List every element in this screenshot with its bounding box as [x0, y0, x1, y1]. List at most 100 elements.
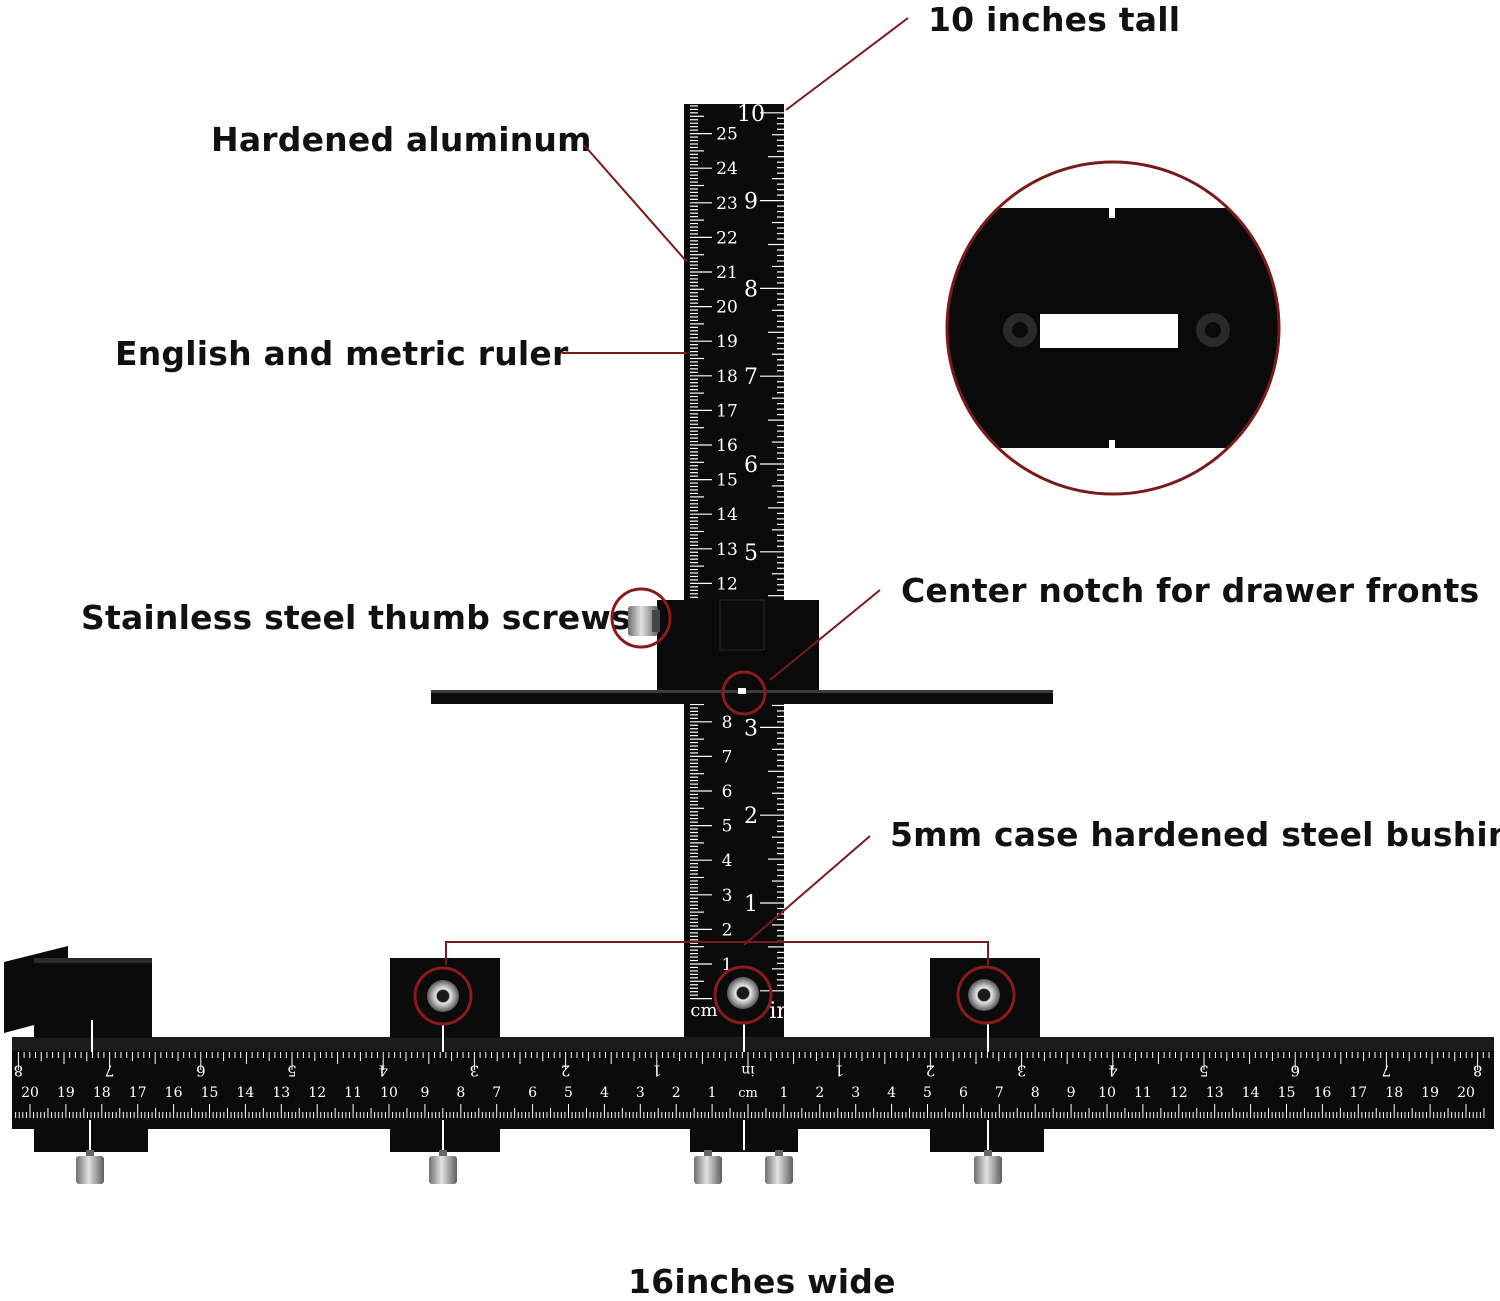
cm-label: 9	[1067, 1085, 1076, 1101]
thumb-screw-icon	[628, 606, 658, 636]
cm-label: 11	[344, 1085, 362, 1101]
material-callout: Hardened aluminum	[211, 120, 592, 159]
inch-label: 3	[470, 1062, 480, 1080]
cm-label: 20	[1457, 1085, 1475, 1101]
cm-label: 7	[722, 747, 733, 767]
cm-label: 19	[716, 332, 738, 352]
cm-label: 14	[716, 505, 738, 525]
inch-label: 6	[196, 1062, 206, 1080]
cm-label: 8	[722, 713, 733, 733]
cm-label: 5	[722, 817, 733, 837]
center-notch-callout: Center notch for drawer fronts	[901, 571, 1480, 610]
cm-label: 15	[201, 1085, 219, 1101]
cm-label: 12	[1170, 1085, 1188, 1101]
thumb-screw-icon	[974, 1156, 1002, 1184]
inch-label: 8	[1473, 1062, 1483, 1080]
vertical-ruler-body	[684, 104, 784, 1044]
inch-label: 1	[744, 892, 758, 917]
cm-label: 1	[722, 955, 733, 975]
cm-label: 14	[236, 1085, 254, 1101]
unit-in-label: in	[769, 999, 790, 1024]
inch-label: 7	[105, 1062, 115, 1080]
cm-label: 8	[1031, 1085, 1040, 1101]
cm-label: 23	[716, 194, 738, 214]
cm-label: 1	[708, 1085, 717, 1101]
cm-label: 17	[129, 1085, 147, 1101]
cm-label: 1	[779, 1085, 788, 1101]
cm-label: 4	[722, 851, 733, 871]
cm-label: 15	[1278, 1085, 1296, 1101]
cm-label: 25	[716, 125, 738, 145]
thumb-screw-icon	[765, 1156, 793, 1184]
cm-label: 19	[57, 1085, 75, 1101]
inch-label: 2	[744, 804, 758, 829]
inch-label: 3	[1017, 1062, 1027, 1080]
inch-label: 4	[1108, 1062, 1118, 1080]
inch-label: 2	[926, 1062, 936, 1080]
cm-label: 22	[716, 228, 738, 248]
cm-label: 2	[815, 1085, 824, 1101]
horizontal-ruler-ticks	[15, 1052, 1490, 1118]
cm-label: 20	[716, 298, 738, 318]
center-in-label: in	[741, 1062, 755, 1078]
bushings-callout: 5mm case hardened steel bushings	[890, 815, 1500, 854]
cm-label: 18	[716, 367, 738, 387]
fence-plate	[431, 688, 1053, 704]
cm-label: 6	[528, 1085, 537, 1101]
cm-label: 6	[959, 1085, 968, 1101]
height-callout: 10 inches tall	[928, 0, 1181, 39]
end-stop	[4, 946, 152, 1152]
cm-label: 3	[722, 886, 733, 906]
cm-label: 2	[672, 1085, 681, 1101]
cm-label: 17	[1349, 1085, 1367, 1101]
cm-label: 13	[1206, 1085, 1224, 1101]
inch-label: 5	[744, 541, 758, 566]
cm-label: 18	[1385, 1085, 1403, 1101]
cm-label: 19	[1421, 1085, 1439, 1101]
bottom-thumb-screws	[76, 1150, 1002, 1184]
cm-label: 13	[716, 540, 738, 560]
inch-label: 8	[744, 277, 758, 302]
inch-label: 1	[652, 1062, 662, 1080]
cm-label: 15	[716, 471, 738, 491]
inch-label: 5	[287, 1062, 297, 1080]
inch-label: 5	[1199, 1062, 1209, 1080]
cm-label: 10	[1098, 1085, 1116, 1101]
cm-label: 7	[995, 1085, 1004, 1101]
vertical-ruler: 2524232221201918171615141312111098765432…	[684, 102, 791, 1044]
vertical-cm-labels: 2524232221201918171615141312111098765432…	[690, 125, 737, 1021]
cm-label: 20	[21, 1085, 39, 1101]
cm-label: 13	[272, 1085, 290, 1101]
cm-label: 2	[722, 920, 733, 940]
cm-label: 6	[722, 782, 733, 802]
cm-label: 21	[716, 263, 738, 283]
cm-label: 4	[887, 1085, 896, 1101]
inch-label: 2	[561, 1062, 571, 1080]
cm-label: 12	[716, 574, 738, 594]
cm-label: 24	[716, 159, 738, 179]
cm-label: 12	[308, 1085, 326, 1101]
cm-label: 16	[1313, 1085, 1331, 1101]
thumb-screw-icon	[76, 1156, 104, 1184]
zoom-inset	[945, 160, 1281, 496]
inch-label: 10	[737, 102, 765, 127]
inch-label: 9	[744, 190, 758, 215]
thumb-screw-icon	[429, 1156, 457, 1184]
inch-label: 7	[1382, 1062, 1392, 1080]
center-block	[690, 1024, 798, 1152]
cm-label: 3	[636, 1085, 645, 1101]
cm-label: 7	[492, 1085, 501, 1101]
cm-label: 17	[716, 401, 738, 421]
cm-label: 3	[851, 1085, 860, 1101]
cm-label: 5	[923, 1085, 932, 1101]
inch-label: 8	[14, 1062, 24, 1080]
unit-cm-label: cm	[690, 1000, 717, 1021]
cm-label: 11	[1134, 1085, 1152, 1101]
inch-label: 6	[744, 453, 758, 478]
cm-label: 10	[380, 1085, 398, 1101]
thumb-screw-icon	[694, 1156, 722, 1184]
inch-label: 4	[378, 1062, 388, 1080]
